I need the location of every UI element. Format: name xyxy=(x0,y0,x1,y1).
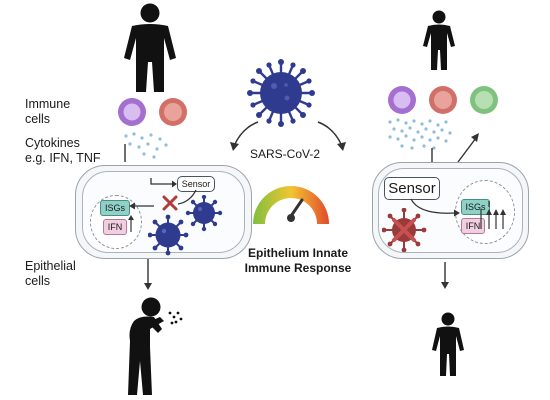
ifn-box-left: IFN xyxy=(103,219,127,235)
ifn-box-right: IFN xyxy=(461,218,485,234)
cytokine-dots xyxy=(388,118,452,150)
person-icon xyxy=(423,10,455,70)
arrow-down-left xyxy=(144,259,152,290)
arrow-down-right xyxy=(441,262,449,289)
cytokines-label: Cytokines e.g. IFN, TNF xyxy=(25,136,101,165)
isgs-box-left: ISGs xyxy=(100,200,130,216)
virus-icon xyxy=(148,195,223,256)
sensor-box-left: Sensor xyxy=(177,176,215,192)
immune-cells xyxy=(388,86,498,114)
virus-icon xyxy=(247,59,315,127)
right-cell-arrows xyxy=(410,198,506,229)
cytokine-dots xyxy=(124,132,168,162)
virus-label: SARS-CoV-2 xyxy=(249,147,321,161)
sensor-box-right: Sensor xyxy=(384,177,440,200)
person-icon xyxy=(432,312,464,376)
response-title: Epithelium Innate Immune Response xyxy=(244,246,352,275)
immune-cells-label: Immune cells xyxy=(25,97,71,126)
virus-spread-arrows xyxy=(230,121,346,151)
inhibit-x-icon xyxy=(392,218,416,242)
epithelial-cells-label: Epithelial cells xyxy=(25,259,76,288)
inhibited-virus-icon xyxy=(382,208,427,252)
inhibit-x-icon xyxy=(162,195,178,211)
person-icon xyxy=(124,3,176,92)
gauge-icon xyxy=(253,186,329,224)
sick-person-icon xyxy=(128,297,183,395)
left-cell-arrows xyxy=(128,178,197,232)
immune-cells xyxy=(118,98,187,126)
